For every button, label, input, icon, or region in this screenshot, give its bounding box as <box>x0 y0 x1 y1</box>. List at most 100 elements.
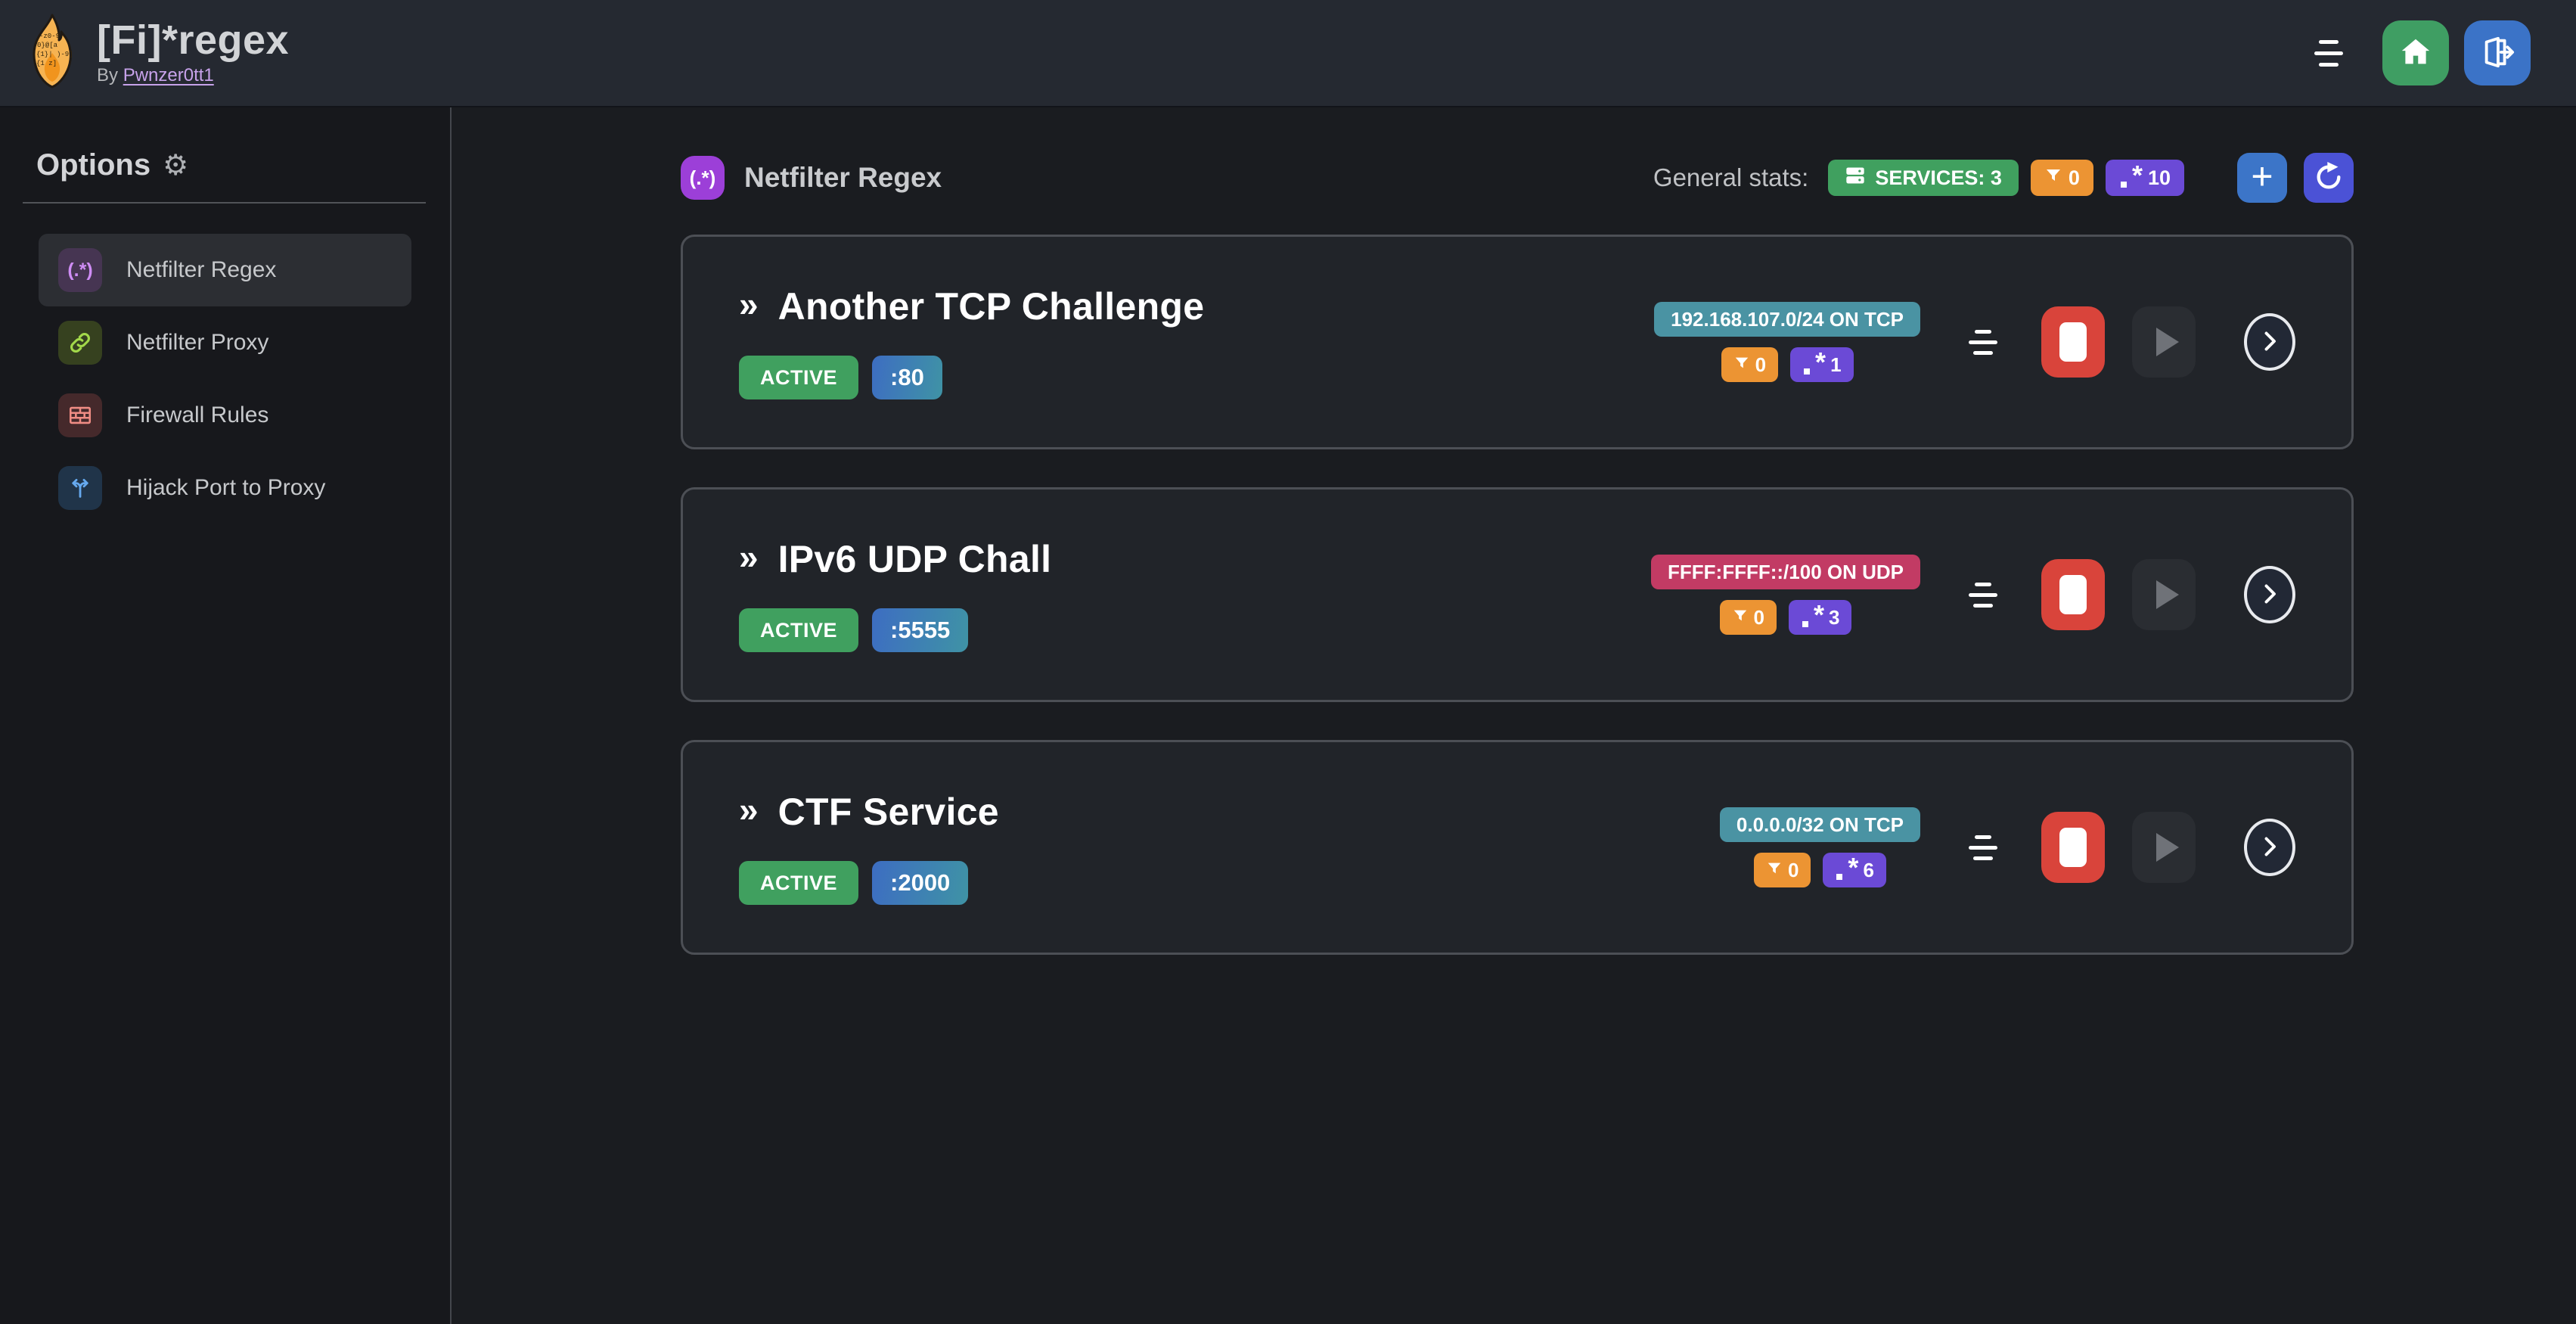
open-service-button[interactable] <box>2244 566 2295 623</box>
status-badge: ACTIVE <box>739 861 859 905</box>
stop-button[interactable] <box>2041 559 2105 630</box>
stats-label: General stats: <box>1653 163 1809 191</box>
status-badge: ACTIVE <box>739 356 859 399</box>
sidebar-item-netfilter-proxy[interactable]: Netfilter Proxy <box>39 306 411 379</box>
service-name: Another TCP Challenge <box>777 285 1205 328</box>
sidebar: Options ⚙ (.*) Netfilter Regex Netfilter… <box>0 107 452 1324</box>
menu-icon[interactable] <box>2310 36 2348 71</box>
regex-dot-star-icon: * <box>1835 852 1858 883</box>
filters-total-value: 0 <box>2068 166 2080 189</box>
fork-arrows-icon <box>58 466 102 510</box>
service-list: » Another TCP Challenge ACTIVE :80 192.1… <box>681 235 2354 955</box>
sidebar-item-label: Firewall Rules <box>126 402 269 427</box>
endpoint-badge: 192.168.107.0/24 ON TCP <box>1654 302 1920 337</box>
service-card: » CTF Service ACTIVE :2000 0.0.0.0/32 ON… <box>681 740 2354 955</box>
port-badge: :80 <box>872 356 942 399</box>
regex-count-badge: * 1 <box>1790 347 1854 382</box>
general-stats: General stats: SERVICES: 3 0 <box>1653 153 2354 203</box>
funnel-icon <box>2044 166 2062 190</box>
refresh-button[interactable] <box>2304 153 2354 203</box>
funnel-icon <box>1732 606 1749 629</box>
regex-icon: (.*) <box>58 248 102 292</box>
open-service-button[interactable] <box>2244 313 2295 371</box>
author-link[interactable]: Pwnzer0tt1 <box>123 64 214 85</box>
filter-count-value: 0 <box>1755 353 1767 376</box>
app-header: -z0-9 0}@[a {1}| )-9] {1 z] [Fi]*regex B… <box>0 0 2576 107</box>
play-icon <box>2156 580 2179 609</box>
sidebar-item-netfilter-regex[interactable]: (.*) Netfilter Regex <box>39 234 411 306</box>
service-card: » IPv6 UDP Chall ACTIVE :5555 FFFF:FFFF:… <box>681 487 2354 702</box>
byline-prefix: By <box>97 64 119 85</box>
service-info: » CTF Service ACTIVE :2000 <box>739 790 999 905</box>
play-button[interactable] <box>2132 812 2196 883</box>
endpoint-badge: 0.0.0.0/32 ON TCP <box>1719 807 1920 842</box>
add-service-button[interactable]: + <box>2237 153 2287 203</box>
gear-icon: ⚙ <box>163 149 189 182</box>
sidebar-item-label: Netfilter Proxy <box>126 330 269 355</box>
stop-button[interactable] <box>2041 306 2105 378</box>
server-stack-icon <box>1845 165 1866 191</box>
stop-icon <box>2059 828 2087 867</box>
port-badge: :5555 <box>872 608 969 652</box>
regex-count-badge: * 6 <box>1823 852 1886 887</box>
service-name: CTF Service <box>777 791 999 833</box>
stop-icon <box>2059 575 2087 614</box>
service-menu-icon[interactable] <box>1964 325 2002 359</box>
services-count-label: SERVICES: 3 <box>1875 166 2002 189</box>
refresh-icon <box>2314 161 2344 194</box>
filter-count-value: 0 <box>1787 858 1799 881</box>
service-card: » Another TCP Challenge ACTIVE :80 192.1… <box>681 235 2354 449</box>
status-badge: ACTIVE <box>739 608 859 652</box>
filter-count-badge: 0 <box>1753 853 1811 887</box>
regex-dot-star-icon: * <box>1801 599 1824 630</box>
service-info: » Another TCP Challenge ACTIVE :80 <box>739 284 1204 399</box>
home-button[interactable] <box>2382 20 2449 85</box>
stop-button[interactable] <box>2041 812 2105 883</box>
funnel-icon <box>1733 353 1750 377</box>
svg-text:-z0-9: -z0-9 <box>39 33 60 40</box>
service-name: IPv6 UDP Chall <box>777 538 1052 580</box>
svg-text:0}@[a: 0}@[a <box>37 42 58 49</box>
page-regex-icon: (.*) <box>681 156 725 200</box>
app-title: [Fi]*regex <box>97 17 290 64</box>
regex-count-value: 6 <box>1863 858 1874 881</box>
sidebar-item-label: Hijack Port to Proxy <box>126 475 326 500</box>
port-badge: :2000 <box>872 861 969 905</box>
play-icon <box>2156 328 2179 356</box>
service-controls: FFFF:FFFF::/100 ON UDP 0 * 3 <box>1651 555 2295 635</box>
service-controls: 192.168.107.0/24 ON TCP 0 * 1 <box>1654 302 2295 382</box>
regexes-total-badge: * 10 <box>2105 160 2184 196</box>
stop-icon <box>2059 322 2087 362</box>
regex-dot-star-icon: * <box>2119 160 2143 191</box>
service-menu-icon[interactable] <box>1964 831 2002 865</box>
page-title: Netfilter Regex <box>744 162 942 193</box>
funnel-icon <box>1766 859 1783 882</box>
double-chevron-icon: » <box>739 790 759 829</box>
play-button[interactable] <box>2132 306 2196 378</box>
sidebar-item-firewall-rules[interactable]: Firewall Rules <box>39 379 411 452</box>
sidebar-item-hijack-port[interactable]: Hijack Port to Proxy <box>39 452 411 524</box>
regex-count-value: 1 <box>1830 353 1842 376</box>
chevron-right-icon <box>2256 580 2283 610</box>
filter-count-value: 0 <box>1753 605 1764 629</box>
home-icon <box>2398 35 2433 72</box>
double-chevron-icon: » <box>739 537 759 577</box>
chevron-right-icon <box>2256 328 2283 357</box>
play-button[interactable] <box>2132 559 2196 630</box>
svg-text:{1}| )-9]: {1}| )-9] <box>36 51 73 58</box>
service-menu-icon[interactable] <box>1964 578 2002 612</box>
flame-logo: -z0-9 0}@[a {1}| )-9] {1 z] <box>27 14 77 93</box>
sidebar-item-label: Netfilter Regex <box>126 257 277 282</box>
filter-count-badge: 0 <box>1719 600 1777 635</box>
sidebar-nav: (.*) Netfilter Regex Netfilter Proxy Fir… <box>39 234 411 524</box>
firewall-icon <box>58 393 102 437</box>
regexes-total-value: 10 <box>2147 166 2171 189</box>
sidebar-divider <box>23 202 426 204</box>
open-service-button[interactable] <box>2244 819 2295 876</box>
svg-text:{1 z]: {1 z] <box>36 60 57 67</box>
regex-dot-star-icon: * <box>1802 347 1826 378</box>
logout-button[interactable] <box>2464 20 2531 85</box>
service-controls: 0.0.0.0/32 ON TCP 0 * 6 <box>1719 807 2295 887</box>
filter-count-badge: 0 <box>1721 347 1779 382</box>
play-icon <box>2156 833 2179 862</box>
